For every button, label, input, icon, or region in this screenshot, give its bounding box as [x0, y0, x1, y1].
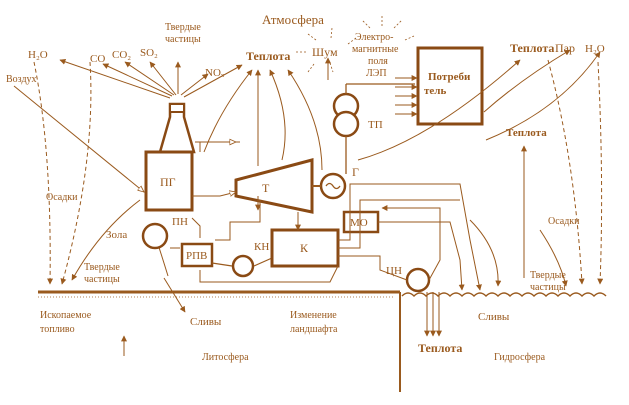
landscape-line2: ландшафта	[290, 324, 338, 335]
emission-arrows	[59, 58, 243, 99]
right-arrows	[357, 49, 604, 285]
turbine	[234, 158, 314, 214]
emf-line2: магнитные	[352, 44, 399, 55]
solid-bottom-right-line2: частицы	[530, 282, 566, 293]
precip-right-label: Осадки	[548, 216, 580, 227]
noise-burst	[296, 27, 357, 73]
process-lines	[170, 142, 261, 249]
left-arrows	[13, 61, 169, 285]
rpv-label: РПВ	[186, 250, 207, 262]
drains-left-label: Сливы	[190, 316, 222, 328]
cooling-circuit	[338, 183, 568, 337]
so2-label: SO₂	[140, 47, 158, 59]
emf-burst	[361, 16, 415, 41]
consumer-line2: тель	[424, 85, 446, 97]
power-lines	[395, 75, 418, 117]
heat-bottom-label: Теплота	[418, 341, 462, 355]
emf-line3: поля	[368, 56, 388, 67]
hydrosphere-label: Гидросфера	[494, 352, 546, 363]
cn-label: ЦН	[386, 265, 402, 277]
air-label: Воздух	[6, 74, 37, 85]
heat-mid-right-label: Теплота	[506, 127, 547, 139]
noise-label: Шум	[312, 45, 338, 59]
co2-label: CO₂	[112, 49, 131, 61]
ground-lines	[38, 290, 607, 392]
g-label: Г	[352, 165, 359, 179]
solid-bottom-left-line1: Твердые	[84, 262, 120, 273]
lower-flows	[121, 265, 339, 356]
solid-bottom-right-line1: Твердые	[530, 270, 566, 281]
co-label: CO	[90, 53, 105, 65]
heat-up-arrows	[203, 57, 331, 171]
fossil-fuel-line2: топливо	[40, 324, 75, 335]
heat-right-label: Теплота	[510, 41, 554, 55]
transformer	[332, 83, 415, 174]
pg-label: ПГ	[160, 175, 176, 189]
h2o-left-label: H₂O	[28, 49, 48, 61]
kn-pump	[231, 254, 255, 278]
heat-top-label: Теплота	[246, 49, 290, 63]
solid-bottom-left-line2: частицы	[84, 274, 120, 285]
pn-pump	[141, 222, 169, 250]
consumer-box	[416, 46, 484, 126]
pn-label: ПН	[172, 216, 188, 228]
chimney	[158, 102, 196, 154]
k-label: К	[300, 241, 309, 255]
emf-line4: ЛЭП	[366, 68, 387, 79]
kn-label: КН	[254, 241, 269, 253]
steam-label: Пар	[555, 41, 575, 55]
solid-particles-top-line1: Твердые	[165, 22, 201, 33]
lithosphere-label: Литосфера	[202, 352, 249, 363]
h2o-right-label: H₂O	[585, 43, 605, 55]
tp-label: ТП	[368, 119, 383, 131]
rpv-box	[180, 242, 214, 268]
landscape-line1: Изменение	[290, 310, 337, 321]
drains-right-label: Сливы	[478, 311, 510, 323]
fossil-fuel-line1: Ископаемое	[40, 310, 92, 321]
mo-label: МО	[350, 217, 368, 229]
consumer-line1: Потреби	[428, 71, 471, 83]
emf-line1: Электро-	[355, 32, 393, 43]
nox-label: NOₓ	[205, 67, 225, 79]
precip-left-label: Осадки	[46, 192, 78, 203]
atmosphere-label: Атмосфера	[262, 12, 324, 27]
t-label: Т	[262, 181, 270, 195]
solid-particles-top-line2: частицы	[165, 34, 201, 45]
ash-label: Зола	[106, 229, 127, 241]
pg-boiler	[144, 150, 194, 212]
cn-pump	[405, 267, 431, 293]
